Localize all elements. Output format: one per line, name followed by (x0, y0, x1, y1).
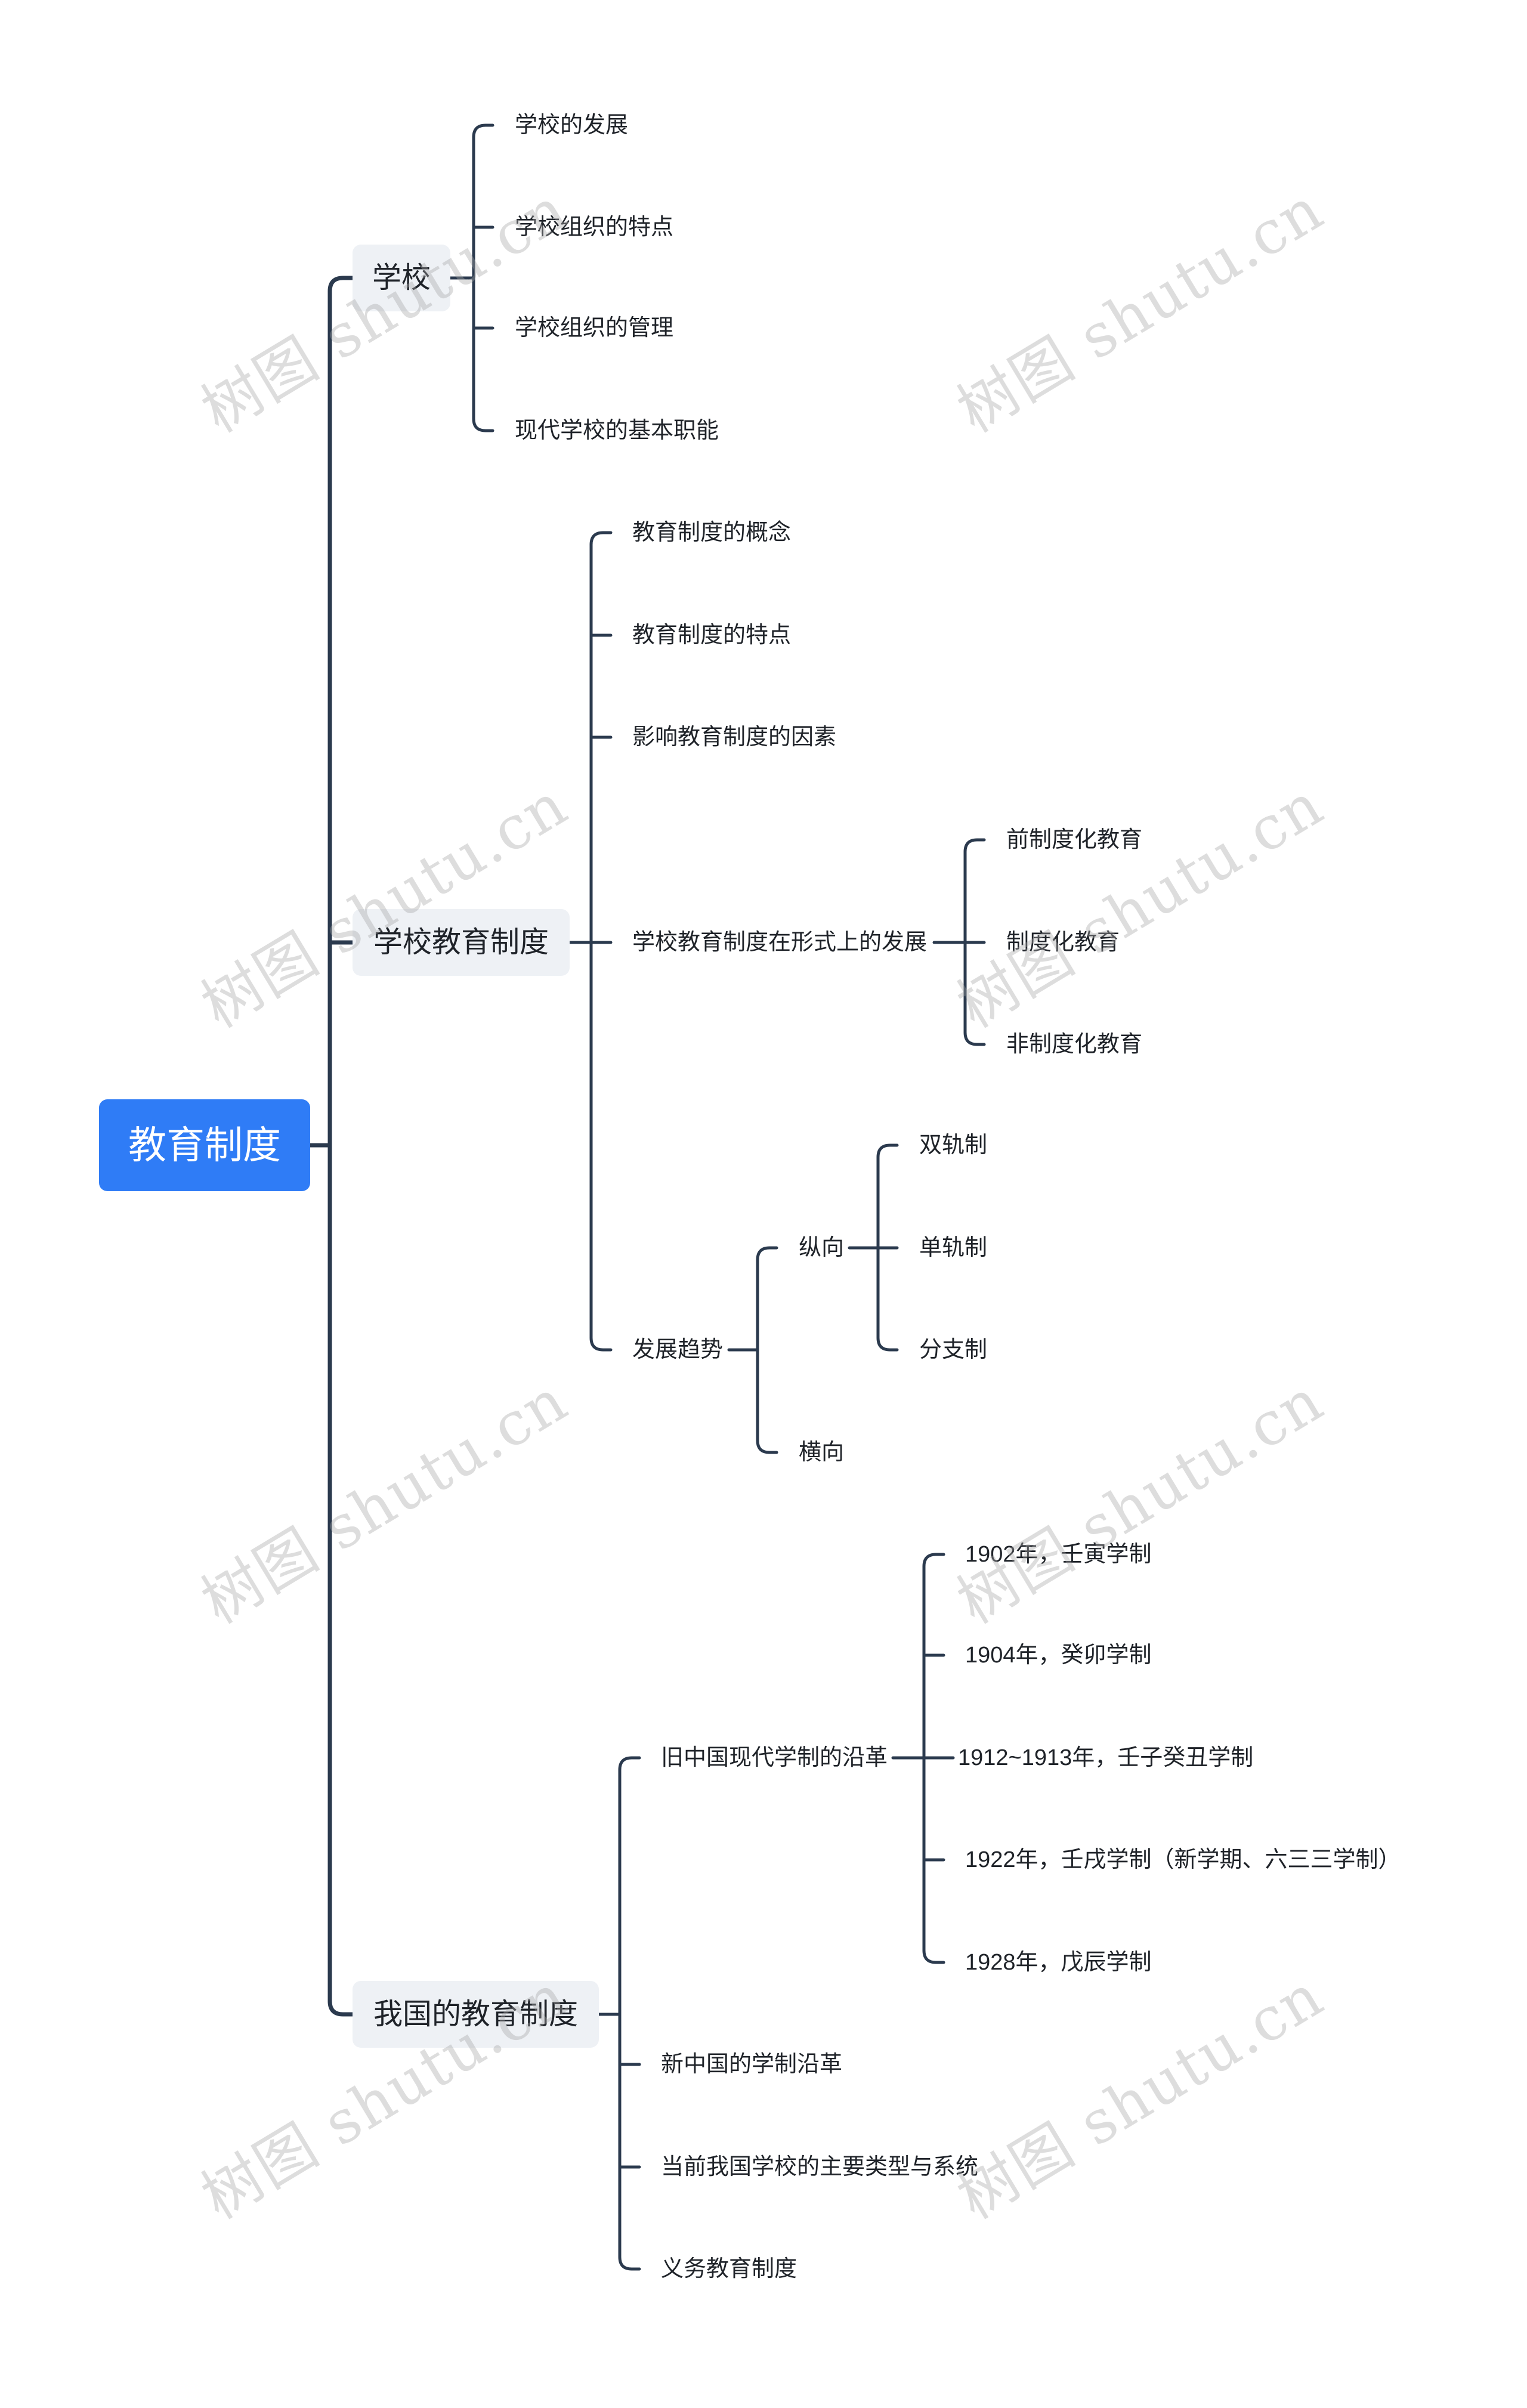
detail-node: 纵向 (799, 1235, 845, 1260)
detail-node: 1922年，壬戌学制（新学期、六三三学制） (965, 1847, 1401, 1872)
subtopic-node: 学校组织的管理 (515, 316, 674, 341)
main-spine (308, 276, 355, 2017)
subtopic-node: 学校的发展 (515, 113, 629, 138)
subtopic-node: 当前我国学校的主要类型与系统 (661, 2154, 979, 2180)
detail-node: 非制度化教育 (1006, 1032, 1143, 1057)
subtopic-node: 义务教育制度 (661, 2256, 797, 2282)
detail-node: 分支制 (919, 1337, 988, 1362)
detail-node: 制度化教育 (1006, 930, 1120, 955)
subtopic-node: 学校教育制度在形式上的发展 (632, 930, 928, 955)
detail-node: 单轨制 (919, 1235, 988, 1260)
china-system-branch-lines (597, 1553, 955, 2271)
subtopic-node: 发展趋势 (632, 1337, 724, 1362)
branch-node-school-system: 学校教育制度 (353, 909, 570, 976)
bracket-line (589, 531, 613, 1352)
subtopic-node: 教育制度的概念 (632, 520, 792, 545)
detail-node: 横向 (799, 1440, 845, 1465)
subtopic-node: 旧中国现代学制的沿革 (661, 1745, 888, 1770)
detail-node: 前制度化教育 (1006, 827, 1143, 852)
spine-bracket (327, 276, 355, 2017)
bracket-line (756, 1246, 778, 1454)
school-branch-lines (449, 123, 494, 432)
branch-node-school: 学校 (353, 245, 450, 311)
detail-node: 1912~1913年，壬子癸丑学制 (958, 1745, 1254, 1770)
bracket-line (618, 1756, 641, 2271)
subtopic-node: 现代学校的基本职能 (515, 418, 719, 443)
bracket-line (876, 1143, 899, 1352)
subtopic-node: 教育制度的特点 (632, 623, 792, 648)
detail-node: 1928年，戊辰学制 (965, 1950, 1152, 1975)
detail-node: 双轨制 (919, 1133, 988, 1158)
bracket-line (472, 123, 494, 432)
subtopic-node: 学校组织的特点 (515, 215, 674, 240)
branch-node-china-system: 我国的教育制度 (353, 1981, 599, 2048)
root-node: 教育制度 (99, 1099, 310, 1191)
subtopic-node: 新中国的学制沿革 (661, 2052, 843, 2077)
bracket-line (963, 838, 986, 1046)
detail-node: 1902年，壬寅学制 (965, 1542, 1152, 1567)
detail-node: 1904年，癸卯学制 (965, 1643, 1152, 1668)
bracket-line (922, 1553, 945, 1964)
school-system-branch-lines (568, 531, 986, 1454)
subtopic-node: 影响教育制度的因素 (632, 725, 837, 750)
